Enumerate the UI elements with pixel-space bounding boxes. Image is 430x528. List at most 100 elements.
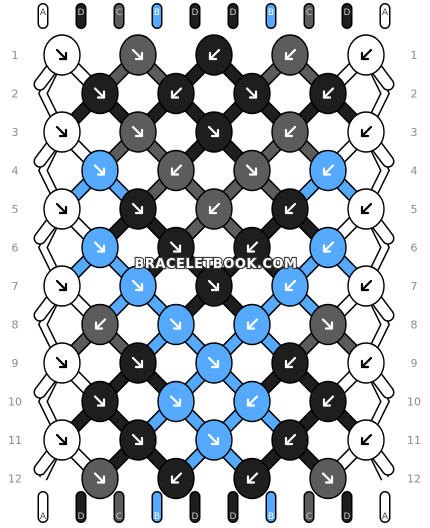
- knot: [119, 34, 157, 76]
- knot: [309, 303, 347, 346]
- string-label-bottom: B: [268, 512, 274, 522]
- thread-end-bottom: [189, 491, 201, 523]
- knot: [271, 188, 309, 230]
- arrow-down-right-icon: [245, 87, 258, 99]
- knot: [119, 265, 157, 307]
- knot: [347, 111, 385, 153]
- arrow-down-right-icon: [93, 472, 106, 484]
- string-label-top: A: [40, 8, 47, 18]
- watermark: BRACELETBOOK.COM: [135, 257, 298, 272]
- arrow-down-left-icon: [322, 395, 335, 407]
- arrow-down-left-icon: [360, 202, 373, 215]
- thread-end-top: [75, 3, 87, 29]
- arrow-down-left-icon: [170, 164, 183, 176]
- arrow-down-right-icon: [93, 241, 106, 253]
- knot: [233, 457, 271, 500]
- knot: [81, 226, 119, 269]
- knot: [157, 72, 195, 115]
- arrow-down-left-icon: [284, 48, 297, 61]
- string-label-top: D: [230, 8, 237, 18]
- row-number-left: 12: [8, 473, 22, 486]
- knot: [347, 188, 385, 230]
- knot: [81, 149, 119, 192]
- knot: [309, 380, 347, 423]
- string-label-bottom: D: [78, 512, 85, 522]
- arrow-down-right-icon: [131, 356, 144, 369]
- arrow-down-left-icon: [322, 87, 335, 99]
- row-number-right: 1: [411, 49, 418, 62]
- arrow-down-right-icon: [55, 356, 68, 369]
- row-number-left: 2: [12, 88, 19, 101]
- string-label-top: D: [78, 8, 85, 18]
- knot: [157, 303, 195, 346]
- arrow-down-left-icon: [246, 241, 259, 253]
- row-number-left: 10: [8, 396, 22, 409]
- string-label-bottom: C: [306, 512, 312, 522]
- arrow-down-left-icon: [360, 356, 373, 369]
- arrow-down-right-icon: [93, 395, 106, 407]
- knot: [43, 342, 81, 384]
- arrow-down-right-icon: [245, 164, 258, 176]
- knot: [43, 34, 81, 76]
- arrow-down-right-icon: [321, 472, 334, 484]
- knot: [43, 188, 81, 230]
- string-label-bottom: B: [154, 512, 160, 522]
- arrow-down-left-icon: [208, 48, 221, 61]
- knot: [347, 265, 385, 307]
- knot: [271, 342, 309, 384]
- arrow-down-right-icon: [55, 202, 68, 215]
- string-label-bottom: D: [344, 512, 351, 522]
- arrow-down-left-icon: [284, 433, 297, 446]
- knot: [81, 303, 119, 346]
- thread-end-bottom: [265, 491, 277, 523]
- row-number-left: 9: [12, 357, 19, 370]
- arrow-down-right-icon: [55, 433, 68, 446]
- thread-end-bottom: [379, 491, 391, 523]
- row-number-left: 6: [12, 242, 19, 255]
- arrow-down-left-icon: [94, 318, 107, 330]
- thread-end-top: [379, 3, 391, 29]
- row-number-left: 3: [12, 126, 19, 139]
- arrow-down-left-icon: [284, 279, 297, 292]
- knot: [233, 380, 271, 423]
- knot: [233, 72, 271, 115]
- arrow-down-left-icon: [322, 164, 335, 176]
- string-label-top: C: [306, 8, 312, 18]
- thread-end-bottom: [75, 491, 87, 523]
- row-number-left: 8: [12, 319, 19, 332]
- knot: [43, 265, 81, 307]
- string-label-bottom: C: [116, 512, 122, 522]
- thread-end-top: [113, 3, 125, 29]
- knot: [347, 419, 385, 461]
- knot: [309, 457, 347, 500]
- row-number-left: 7: [12, 280, 19, 293]
- knot: [347, 34, 385, 76]
- row-number-right: 2: [411, 88, 418, 101]
- row-number-right: 12: [407, 473, 421, 486]
- arrow-down-right-icon: [93, 164, 106, 176]
- arrow-down-right-icon: [55, 279, 68, 292]
- knot: [195, 111, 233, 153]
- knot: [233, 149, 271, 192]
- arrow-down-left-icon: [246, 472, 259, 484]
- arrow-down-right-icon: [169, 241, 182, 253]
- knot: [233, 226, 271, 269]
- thread-end-top: [227, 3, 239, 29]
- knot: [271, 111, 309, 153]
- knot: [119, 419, 157, 461]
- thread-end-bottom: [37, 491, 49, 523]
- arrow-down-left-icon: [360, 279, 373, 292]
- knot: [233, 303, 271, 346]
- arrow-down-right-icon: [131, 125, 144, 138]
- knot: [43, 419, 81, 461]
- thread-end-bottom: [113, 491, 125, 523]
- knot: [271, 419, 309, 461]
- arrow-down-right-icon: [169, 395, 182, 407]
- arrow-down-left-icon: [284, 356, 297, 369]
- thread-ends: [37, 3, 391, 523]
- arrow-down-left-icon: [360, 48, 373, 61]
- arrow-down-left-icon: [360, 125, 373, 138]
